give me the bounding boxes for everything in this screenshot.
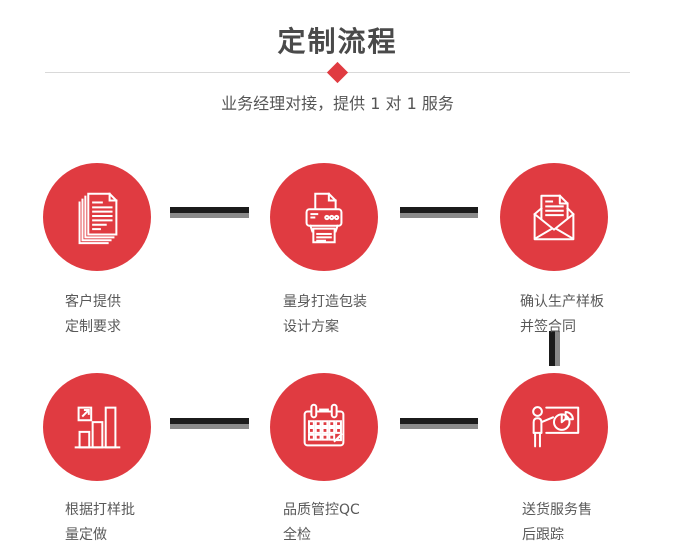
step-label-6: 送货服务售 后跟踪 [522, 498, 592, 548]
connector-step5-step6 [400, 418, 478, 429]
documents-icon [66, 186, 128, 248]
step-label-line: 量身打造包装 [283, 294, 367, 310]
step-label-line: 根据打样批 [65, 502, 135, 518]
step-label-line: 后跟踪 [522, 527, 564, 543]
step-circle-2 [270, 163, 378, 271]
step-circle-5 [270, 373, 378, 481]
step-circle-4 [43, 373, 151, 481]
connector-step2-step3 [400, 207, 478, 218]
connector-step1-step2 [170, 207, 249, 218]
connector-step3-step6 [549, 331, 560, 366]
page-title: 定制流程 [277, 25, 398, 58]
step-label-1: 客户提供 定制要求 [65, 290, 121, 340]
step-label-line: 并签合同 [520, 319, 576, 335]
page-subtitle: 业务经理对接，提供 1 对 1 服务 [221, 94, 454, 113]
step-circle-6 [500, 373, 608, 481]
connector-step4-step5 [170, 418, 249, 429]
step-label-line: 全检 [283, 527, 311, 543]
step-label-line: 确认生产样板 [520, 294, 604, 310]
presentation-icon [523, 396, 585, 458]
envelope-icon [523, 186, 585, 248]
step-label-line: 定制要求 [65, 319, 121, 335]
bar-chart-icon [66, 396, 128, 458]
step-label-line: 送货服务售 [522, 502, 592, 518]
calendar-icon [293, 396, 355, 458]
diamond-icon [326, 61, 349, 84]
step-label-line: 量定做 [65, 527, 107, 543]
step-circle-1 [43, 163, 151, 271]
step-label-3: 确认生产样板 并签合同 [520, 290, 604, 340]
step-circle-3 [500, 163, 608, 271]
step-label-line: 客户提供 [65, 294, 121, 310]
step-label-line: 设计方案 [283, 319, 339, 335]
step-label-line: 品质管控QC [283, 502, 360, 518]
printer-icon [293, 186, 355, 248]
step-label-4: 根据打样批 量定做 [65, 498, 135, 548]
step-label-2: 量身打造包装 设计方案 [283, 290, 367, 340]
step-label-5: 品质管控QC 全检 [283, 498, 360, 548]
